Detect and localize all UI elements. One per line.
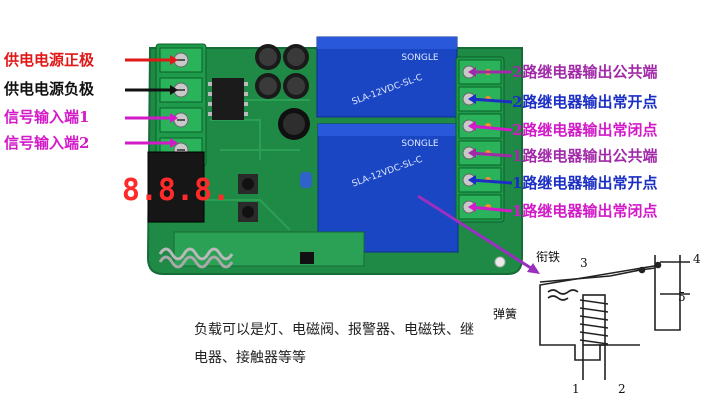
mounting-hole [494,256,506,268]
display-digits: 8.8.8. [122,173,230,208]
label-relay1-nc: 1路继电器输出常闭点 [512,202,658,220]
label-signal-input-1: 信号输入端1 [4,108,90,126]
right-arrows [468,67,513,213]
pin-3-label: 3 [580,256,588,270]
svg-text:SONGLE: SONGLE [401,53,439,63]
svg-text:SONGLE: SONGLE [401,139,439,149]
label-relay1-no: 1路继电器输出常开点 [512,174,658,192]
relay-2: SLA-12VDC-SL-C SONGLE [316,36,458,118]
spring-label: 弹簧 [493,307,518,321]
label-relay1-common: 1路继电器输出公共端 [512,147,658,165]
label-relay2-nc: 2路继电器输出常闭点 [512,121,658,139]
seven-segment-display: 8.8.8. [122,151,230,223]
left-arrows [125,55,178,148]
pin-4-label: 4 [693,252,701,266]
pin-1-label: 1 [572,382,580,396]
ic-chip [208,78,248,120]
relay-1: SLA-12VDC-SL-C SONGLE [317,123,459,253]
output-terminal-block [455,56,505,223]
tactile-buttons [238,174,258,222]
label-power-negative: 供电电源负极 [4,80,95,98]
armature-label: 衔铁 [536,250,561,264]
relay-schematic [539,255,690,380]
capacitors [255,44,312,188]
receiver-module [158,231,365,269]
pin-5-label: 5 [678,290,686,304]
label-relay2-common: 2路继电器输出公共端 [512,63,658,81]
pin-2-label: 2 [618,382,626,396]
relay-pointer-arrow [417,194,540,274]
label-signal-input-2: 信号输入端2 [4,134,90,152]
input-terminal-block [155,43,207,167]
load-caption: 负载可以是灯、电磁阀、报警器、电磁铁、继电器、接触器等等 [194,322,474,366]
label-relay2-no: 2路继电器输出常开点 [512,93,658,111]
label-power-positive: 供电电源正极 [4,51,95,69]
